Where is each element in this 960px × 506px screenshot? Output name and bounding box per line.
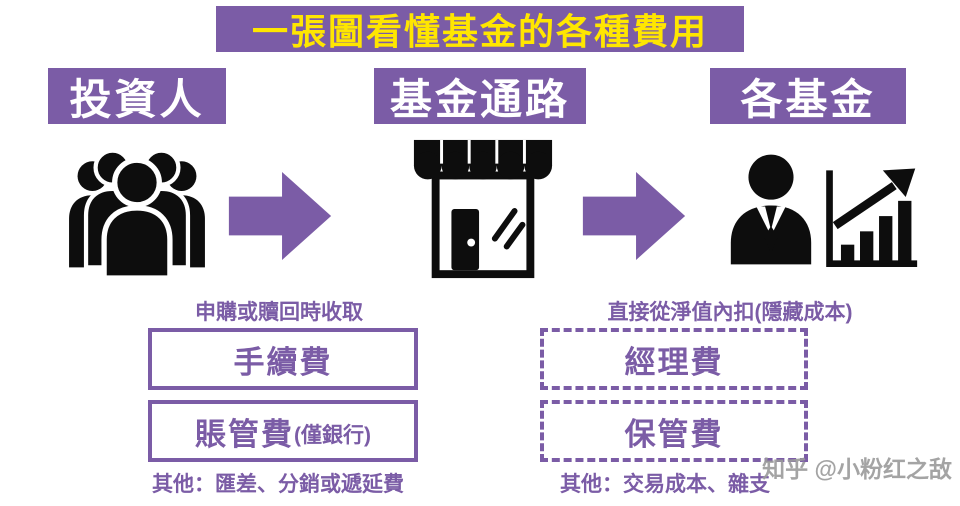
header-fund-channel: 基金通路 [374, 68, 586, 124]
fee-box-handling-fee: 手續費 [148, 328, 418, 390]
header-investor: 投資人 [48, 68, 226, 124]
fee-box-account-management-fee: 賬管費(僅銀行) [148, 400, 418, 462]
caption-subscription-fees: 申購或贖回時收取 [195, 301, 363, 324]
businessman-icon [722, 150, 820, 266]
header-funds: 各基金 [710, 68, 906, 124]
bar-chart-growth-icon [820, 162, 920, 274]
caption-nav-deducted-fees: 直接從淨值內扣(隱藏成本) [607, 301, 853, 324]
fee-box-management-fee: 經理費 [540, 328, 808, 390]
fee-box-account-management-fee-note: (僅銀行) [294, 424, 371, 447]
storefront-icon [404, 136, 562, 284]
fee-box-management-fee-label: 經理費 [624, 344, 724, 380]
fee-box-custody-fee-label: 保管費 [624, 416, 724, 452]
title-banner: 一張圖看懂基金的各種費用 [216, 6, 744, 52]
fee-box-handling-fee-label: 手續費 [233, 344, 333, 380]
arrow-right-icon [228, 170, 332, 262]
footnote-other-left: 其他：匯差、分銷或遞延費 [152, 473, 404, 496]
fee-box-custody-fee: 保管費 [540, 400, 808, 462]
header-fund-channel-label: 基金通路 [389, 75, 570, 123]
footnote-other-right: 其他：交易成本、雜支 [560, 473, 770, 496]
page-title: 一張圖看懂基金的各種費用 [251, 11, 708, 52]
arrow-right-icon [582, 170, 686, 262]
header-investor-label: 投資人 [69, 75, 205, 123]
zhihu-watermark: 知乎 @小粉红之敌 [762, 456, 952, 482]
header-funds-label: 各基金 [740, 75, 876, 123]
fee-box-account-management-fee-label: 賬管費 [195, 416, 294, 452]
people-group-icon [62, 140, 212, 278]
